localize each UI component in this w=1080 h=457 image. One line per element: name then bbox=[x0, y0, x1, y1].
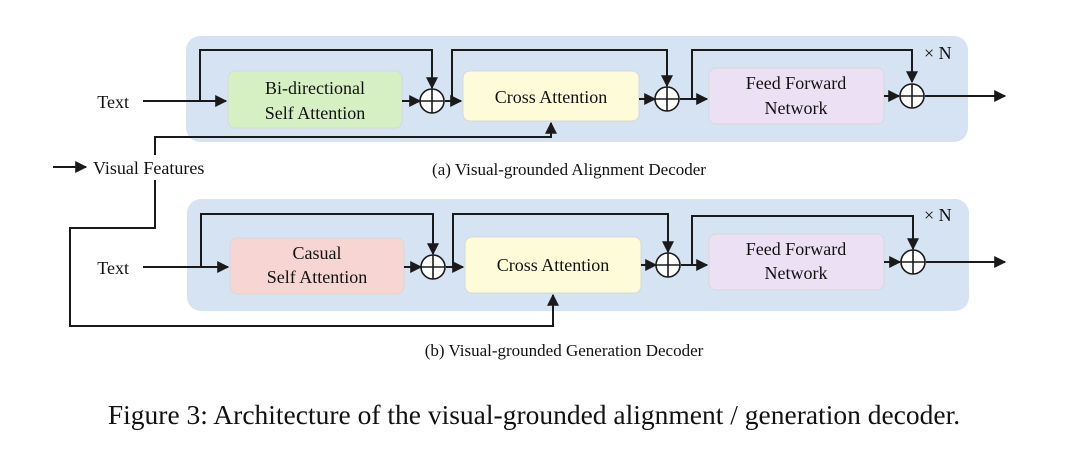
repeat-n-label: × N bbox=[924, 205, 952, 225]
generation-decoder-caption: (b) Visual-grounded Generation Decoder bbox=[425, 341, 704, 360]
residual-add-node bbox=[899, 83, 925, 109]
residual-add-node bbox=[420, 254, 446, 280]
feed-forward-label-line1: Feed Forward bbox=[746, 73, 846, 93]
generation-decoder: Casual Self Attention Cross Attention Fe… bbox=[97, 199, 1007, 360]
figure-caption: Figure 3: Architecture of the visual-gro… bbox=[108, 399, 960, 430]
text-input-label: Text bbox=[97, 92, 129, 112]
feed-forward-label-line1: Feed Forward bbox=[746, 239, 846, 259]
residual-connection-1 bbox=[199, 49, 438, 101]
repeat-n-label: × N bbox=[924, 43, 952, 63]
feed-forward-label-line2: Network bbox=[765, 263, 828, 283]
residual-connection-3 bbox=[691, 215, 919, 265]
cross-attention-label: Cross Attention bbox=[495, 87, 608, 107]
residual-connection-3 bbox=[691, 49, 918, 99]
self-attention-label-line1: Bi-directional bbox=[265, 78, 365, 98]
alignment-decoder-caption: (a) Visual-grounded Alignment Decoder bbox=[432, 160, 706, 179]
residual-add-node bbox=[900, 249, 926, 275]
alignment-decoder: Bi-directional Self Attention Cross Atte… bbox=[97, 36, 1007, 179]
residual-connection-1 bbox=[200, 213, 439, 267]
visual-features-to-alignment-cross-attention bbox=[154, 121, 557, 155]
residual-add-node bbox=[655, 252, 681, 278]
bidirectional-self-attention-block bbox=[227, 70, 403, 129]
self-attention-label-line2: Self Attention bbox=[265, 103, 366, 123]
visual-features-input: Visual Features bbox=[53, 121, 559, 327]
text-input-label: Text bbox=[97, 258, 129, 278]
residual-connection-2 bbox=[452, 213, 674, 267]
feed-forward-label-line2: Network bbox=[765, 98, 828, 118]
visual-features-to-generation-cross-attention bbox=[69, 180, 559, 327]
self-attention-label-line2: Self Attention bbox=[267, 267, 368, 287]
visual-features-label: Visual Features bbox=[93, 158, 204, 178]
cross-attention-block bbox=[462, 70, 640, 122]
cross-attention-label: Cross Attention bbox=[497, 255, 610, 275]
residual-add-node bbox=[654, 86, 680, 112]
residual-add-node bbox=[419, 88, 445, 114]
self-attention-label-line1: Casual bbox=[293, 243, 342, 263]
residual-connection-2 bbox=[451, 49, 673, 101]
